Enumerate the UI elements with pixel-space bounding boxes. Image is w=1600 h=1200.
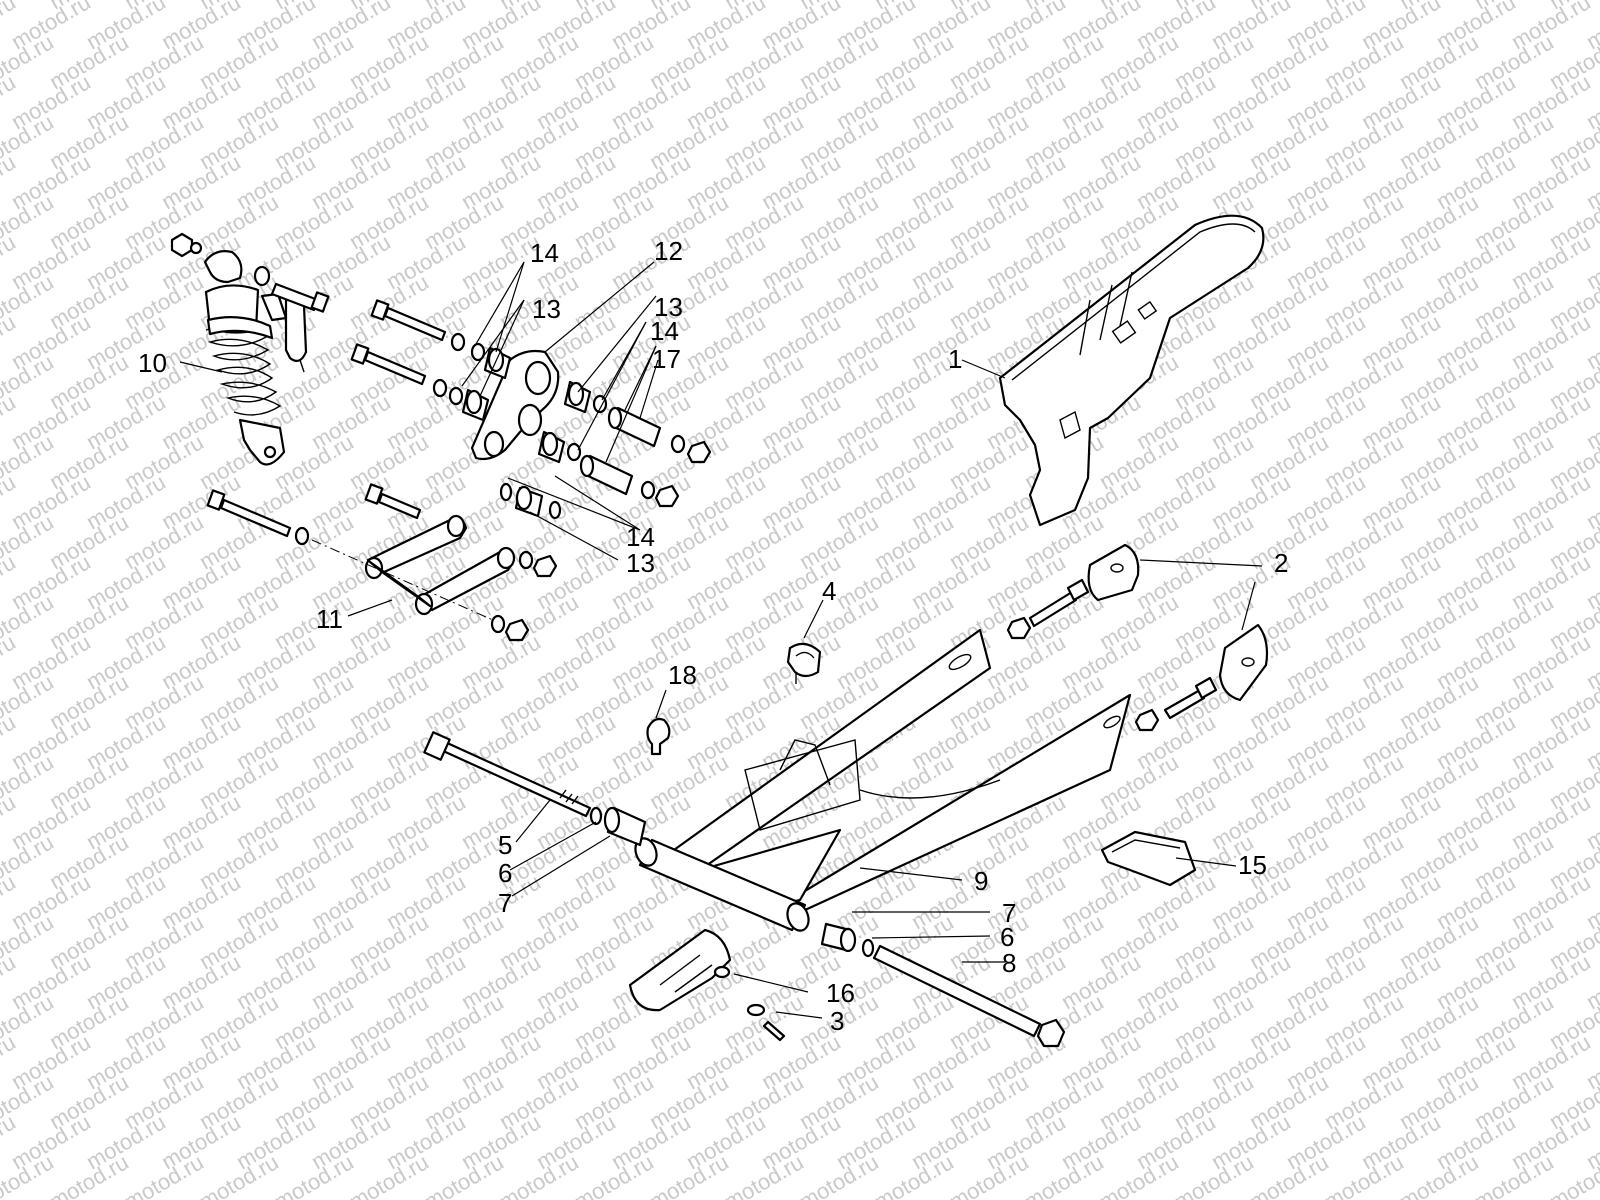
callout-13c: 13 bbox=[626, 548, 655, 578]
callout-14a: 14 bbox=[530, 238, 559, 268]
callout-8: 8 bbox=[1002, 948, 1016, 978]
callout-10: 10 bbox=[138, 348, 167, 378]
chain-adjuster-lower bbox=[1218, 623, 1269, 702]
pivot-washer-6-right bbox=[861, 938, 875, 958]
callout-7b: 7 bbox=[1002, 898, 1016, 928]
callout-16: 16 bbox=[826, 978, 855, 1008]
callout-13a: 13 bbox=[532, 294, 561, 324]
callout-14b: 14 bbox=[650, 316, 679, 346]
pivot-washer-6-left bbox=[589, 806, 603, 826]
callout-7a: 7 bbox=[498, 888, 512, 918]
callout-3: 3 bbox=[830, 1006, 844, 1036]
callout-14c: 14 bbox=[626, 522, 655, 552]
callout-18: 18 bbox=[668, 660, 697, 690]
callout-5: 5 bbox=[498, 830, 512, 860]
callout-2: 2 bbox=[1274, 548, 1288, 578]
callout-15: 15 bbox=[1238, 850, 1267, 880]
callout-4: 4 bbox=[822, 576, 836, 606]
callout-6a: 6 bbox=[498, 858, 512, 888]
callout-11: 11 bbox=[316, 604, 343, 634]
callout-12: 12 bbox=[654, 236, 683, 266]
callout-1: 1 bbox=[948, 344, 962, 374]
callout-17: 17 bbox=[652, 344, 681, 374]
callout-9: 9 bbox=[974, 866, 988, 896]
